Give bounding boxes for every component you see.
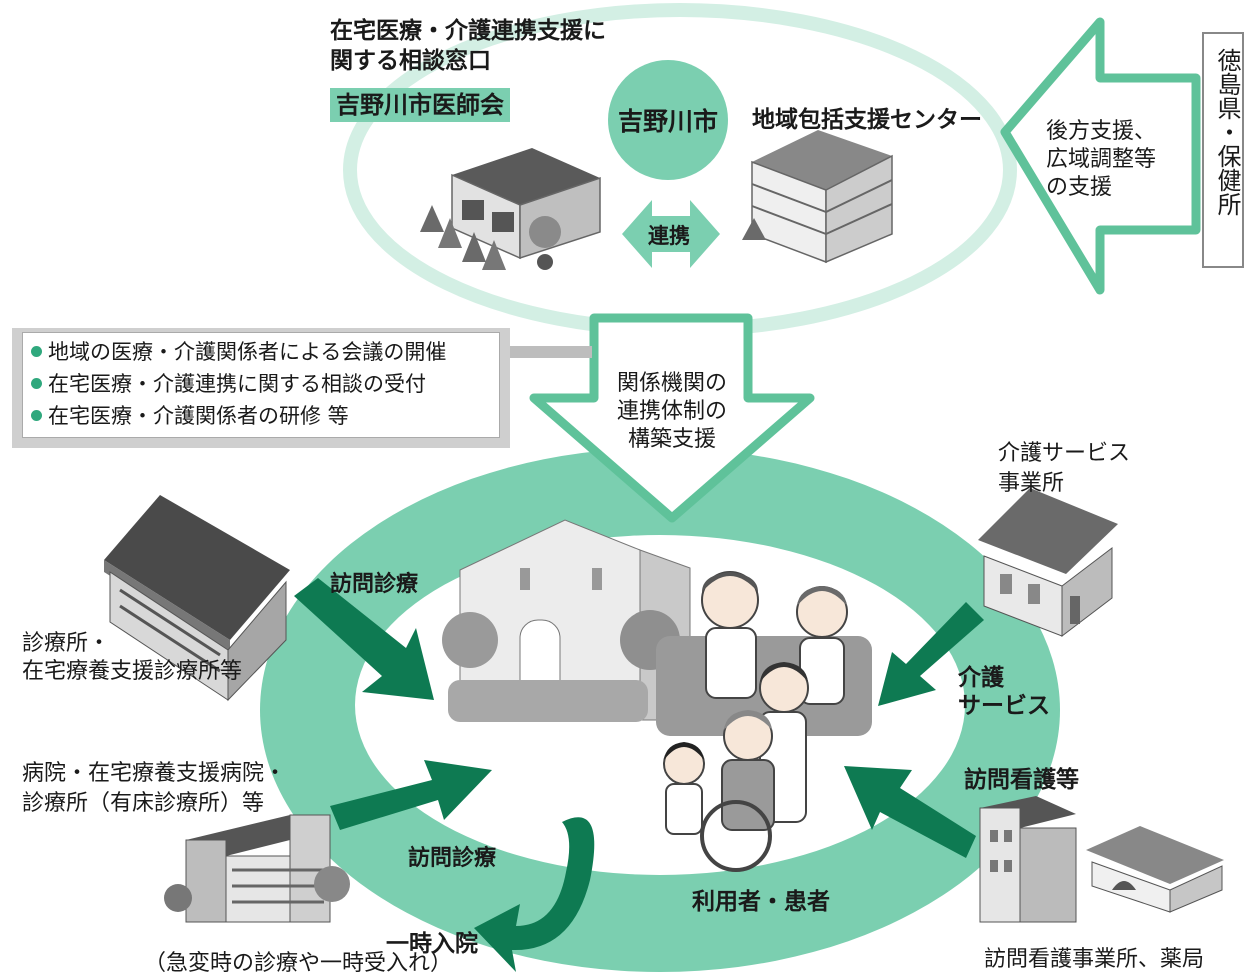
temp-admission-label: 一時入院 <box>386 931 478 957</box>
medical-association-label: 吉野川市医師会 <box>330 88 510 122</box>
visit-medical-bottom-label: 訪問診療 <box>408 846 497 871</box>
care-service-line1: 介護 <box>958 665 1004 691</box>
clinic-building <box>104 495 290 702</box>
city-circle: 吉野川市 <box>608 60 728 180</box>
cooperation-label: 連携 <box>648 224 690 248</box>
visit-arrow-top <box>294 578 434 700</box>
visit-arrow-bottom <box>330 760 492 830</box>
support-line2: 広域調整等 <box>1046 147 1157 172</box>
support-arrow <box>1000 17 1201 295</box>
emergency-note: （急変時の診療や一時受入れ） <box>144 951 453 976</box>
clinic-line1: 診療所・ <box>22 631 111 656</box>
care-arrow <box>878 602 984 706</box>
medical-association-building <box>420 148 601 270</box>
prefecture-box: 徳島県・保健所 <box>1202 32 1244 268</box>
bullet-icon <box>31 410 42 421</box>
network-line1: 関係機関の <box>616 371 727 396</box>
nursing-office-building <box>979 796 1077 923</box>
patient-label: 利用者・患者 <box>692 889 830 915</box>
nursing-office-label: 訪問看護事業所、薬局 <box>984 947 1205 972</box>
consult-title-line1: 在宅医療・介護連携支援に <box>330 18 606 44</box>
family-illustration <box>656 571 872 872</box>
support-line1: 後方支援、 <box>1046 119 1157 144</box>
care-office-building <box>978 488 1118 638</box>
community-center-building <box>742 130 893 264</box>
pharmacy-building <box>1086 826 1224 913</box>
hospital-line2: 診療所（有床診療所）等 <box>22 791 265 816</box>
cooperation-arrow <box>622 200 720 268</box>
info-connector <box>508 346 592 358</box>
care-service-line2: サービス <box>958 693 1050 719</box>
activity-item: 在宅医療・介護関係者の研修 等 <box>31 401 349 431</box>
network-line3: 構築支援 <box>627 427 716 452</box>
admission-curve-arrow <box>474 817 595 972</box>
network-arrow <box>529 313 815 523</box>
visit-nursing-label: 訪問看護等 <box>964 767 1079 793</box>
prefecture-label: 徳島県・保健所 <box>1213 48 1241 216</box>
nursing-arrow <box>844 766 976 858</box>
city-label: 吉野川市 <box>617 107 718 136</box>
hospital-building <box>164 814 350 923</box>
visit-medical-top-label: 訪問診療 <box>330 572 419 597</box>
support-line3: の支援 <box>1046 175 1113 200</box>
activity-item: 在宅医療・介護連携に関する相談の受付 <box>31 369 426 399</box>
network-line2: 連携体制の <box>616 399 727 424</box>
bullet-icon <box>31 346 42 357</box>
clinic-line2: 在宅療養支援診療所等 <box>22 659 243 684</box>
activities-box: 地域の医療・介護関係者による会議の開催 在宅医療・介護連携に関する相談の受付 在… <box>22 332 500 438</box>
care-office-line2: 事業所 <box>998 471 1065 496</box>
care-office-line1: 介護サービス <box>998 441 1131 466</box>
community-center-label: 地域包括支援センター <box>752 107 982 133</box>
bullet-icon <box>31 378 42 389</box>
hospital-line1: 病院・在宅療養支援病院・ <box>22 761 287 786</box>
consult-title-line2: 関する相談窓口 <box>330 48 491 74</box>
activity-item: 地域の医療・介護関係者による会議の開催 <box>31 337 446 367</box>
